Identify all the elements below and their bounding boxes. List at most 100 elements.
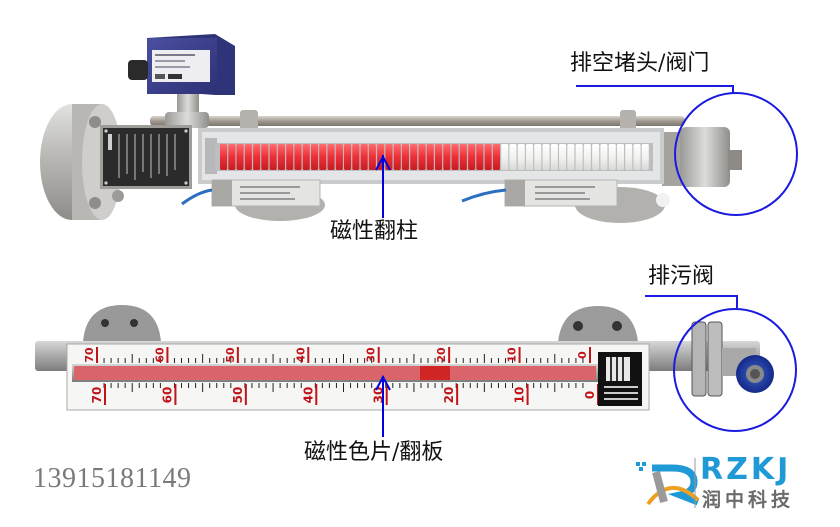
roller-red	[476, 144, 484, 170]
roller-white	[517, 144, 525, 170]
roller-red	[418, 144, 426, 170]
scale-label-top: 40	[294, 347, 307, 363]
roller-red	[435, 144, 443, 170]
upper-flange-left	[83, 305, 161, 342]
roller-column	[220, 144, 649, 170]
rod-clamp	[620, 110, 636, 130]
phone-number: 13915181149	[33, 463, 192, 494]
roller-red	[228, 144, 236, 170]
roller-red	[286, 144, 294, 170]
roller-red	[294, 144, 302, 170]
roller-red	[261, 144, 269, 170]
roller-red	[344, 144, 352, 170]
scale-label-top: 10	[506, 347, 519, 363]
guide-rod	[150, 116, 685, 126]
roller-white	[625, 144, 633, 170]
roller-red	[443, 144, 451, 170]
scale-label-bottom: 50	[231, 387, 245, 404]
roller-white	[526, 144, 534, 170]
roller-white	[575, 144, 583, 170]
roller-red	[426, 144, 434, 170]
logo-brand: RZKJ	[700, 452, 792, 487]
roller-white	[559, 144, 567, 170]
roller-red	[269, 144, 277, 170]
roller-white	[616, 144, 624, 170]
roller-red	[459, 144, 467, 170]
scale-label-bottom: 10	[513, 387, 527, 404]
roller-red	[484, 144, 492, 170]
switch-collar	[165, 112, 209, 128]
scale-label-top: 30	[365, 347, 378, 363]
roller-white	[592, 144, 600, 170]
roller-red	[401, 144, 409, 170]
roller-white	[550, 144, 558, 170]
roller-red	[311, 144, 319, 170]
upper-flange-right	[558, 306, 638, 342]
rod-clamp	[240, 110, 258, 130]
scale-label-top: 0	[576, 351, 589, 359]
scale-label-bottom: 60	[160, 387, 174, 404]
arrow-flaps	[375, 374, 391, 437]
roller-red	[220, 144, 228, 170]
roller-red	[393, 144, 401, 170]
scale-label-top: 70	[83, 347, 96, 363]
roller-red	[319, 144, 327, 170]
cable	[461, 188, 507, 203]
flap-indicator	[74, 366, 596, 380]
callout-drain-circle	[645, 295, 797, 432]
scale-label-top: 50	[224, 347, 237, 363]
roller-red	[410, 144, 418, 170]
roller-red	[253, 144, 261, 170]
nameplate-dark	[100, 125, 192, 189]
vent-plug	[662, 127, 742, 187]
roller-white	[641, 144, 649, 170]
callout-flaps-label: 磁性色片/翻板	[304, 440, 444, 465]
flange-hole	[656, 193, 670, 207]
arrow-rollers	[375, 154, 391, 218]
roller-red	[277, 144, 285, 170]
roller-red	[360, 144, 368, 170]
scale-label-top: 60	[153, 347, 166, 363]
callout-drain-label: 排污阀	[648, 264, 715, 289]
drain-valve	[691, 321, 774, 397]
callout-vent-label: 排空堵头/阀门	[570, 51, 710, 76]
roller-white	[583, 144, 591, 170]
scale-label-top: 20	[435, 347, 448, 363]
roller-white	[567, 144, 575, 170]
roller-white	[608, 144, 616, 170]
flap-indicator-highlight	[420, 366, 450, 380]
cable-gland	[128, 60, 148, 80]
roller-red	[244, 144, 252, 170]
roller-red	[236, 144, 244, 170]
reed-switch-right	[504, 179, 618, 207]
roller-white	[501, 144, 509, 170]
roller-red	[451, 144, 459, 170]
roller-red	[468, 144, 476, 170]
roller-red	[368, 144, 376, 170]
roller-red	[335, 144, 343, 170]
roller-red	[352, 144, 360, 170]
scale-label-bottom: 40	[301, 387, 315, 404]
scale-label-bottom: 20	[442, 387, 456, 404]
top-level-gauge	[40, 34, 798, 223]
logo-mark	[636, 458, 700, 508]
roller-red	[302, 144, 310, 170]
roller-white	[633, 144, 641, 170]
cable	[181, 188, 213, 206]
scale-nameplate	[598, 352, 642, 406]
limit-switch-box	[128, 34, 235, 95]
roller-red	[327, 144, 335, 170]
roller-white	[542, 144, 550, 170]
scale-label-bottom: 0	[583, 391, 597, 399]
reed-switch-left	[211, 179, 321, 207]
callout-vent-circle	[576, 85, 798, 216]
roller-red	[492, 144, 500, 170]
roller-white	[534, 144, 542, 170]
roller-white	[509, 144, 517, 170]
roller-white	[600, 144, 608, 170]
logo-brand-cn: 润中科技	[702, 489, 795, 511]
scale-label-bottom: 70	[90, 387, 104, 404]
